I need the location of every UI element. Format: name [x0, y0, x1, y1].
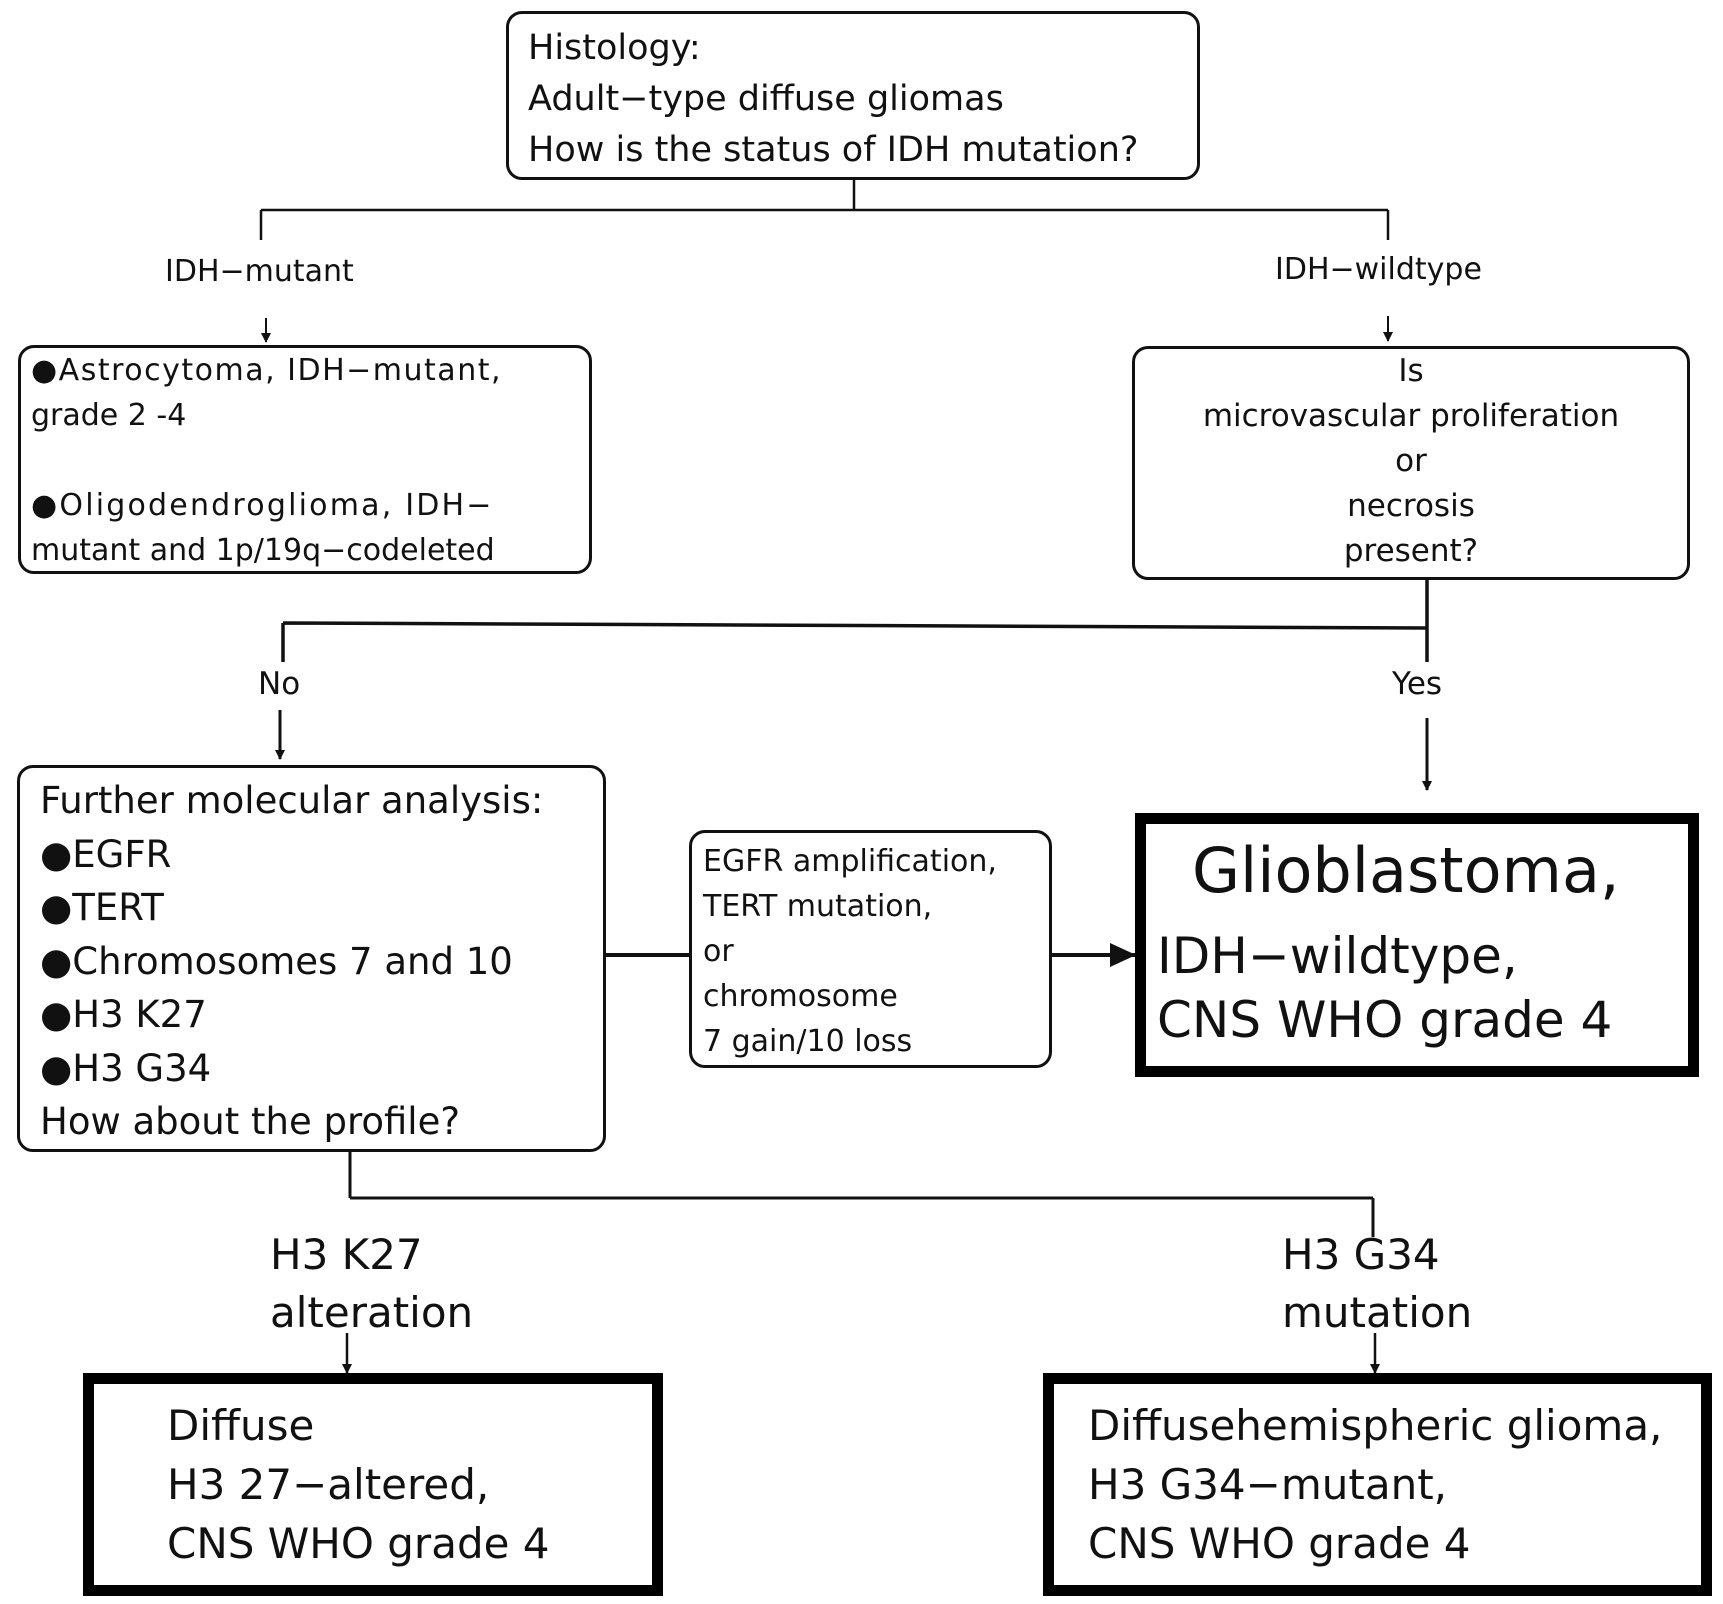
glioblastoma-box: Glioblastoma, IDH−wildtype, CNS WHO grad…	[1135, 813, 1699, 1077]
glioblastoma-title: Glioblastoma,	[1192, 834, 1620, 907]
molecular-line: ●EGFR	[40, 832, 172, 876]
mutant-line: ●Astrocytoma, IDH−mutant,	[31, 353, 503, 388]
mutant-line: ●Oligodendroglioma, IDH−	[31, 488, 494, 523]
molecular-split-line	[348, 1152, 1375, 1237]
diffuse-line: Diffuse	[167, 1401, 315, 1450]
mutant-line: grade 2 -4	[31, 398, 187, 433]
root-line: How is the status of IDH mutation?	[528, 130, 1139, 170]
idh-wildtype-label: IDH−wildtype	[1275, 252, 1482, 287]
egfr-line: EGFR amplification,	[703, 844, 997, 879]
molecular-analysis-box: Further molecular analysis: ●EGFR ●TERT …	[17, 765, 606, 1152]
glioblastoma-line: IDH−wildtype,	[1157, 927, 1518, 985]
egfr-line: 7 gain/10 loss	[703, 1024, 913, 1059]
hemispheric-line: Diffusehemispheric glioma,	[1088, 1401, 1663, 1450]
molecular-line: ●Chromosomes 7 and 10	[40, 939, 513, 983]
molecular-line: ●H3 K27	[40, 993, 207, 1036]
h3k27-label-line: alteration	[270, 1288, 474, 1337]
question-line: microvascular proliferation	[1202, 398, 1620, 434]
microvascular-question-box: Is microvascular proliferation or necros…	[1132, 346, 1690, 580]
root-line: Histology:	[528, 28, 701, 68]
question-line: or	[1395, 443, 1427, 479]
root-question-box: Histology: Adult−type diffuse gliomas Ho…	[506, 11, 1200, 180]
egfr-line: or	[703, 934, 734, 969]
h3k27-label-line: H3 K27	[270, 1230, 423, 1279]
h3g34-label-line: mutation	[1282, 1288, 1473, 1337]
molecular-line: How about the profile?	[40, 1100, 460, 1143]
question-line: necrosis	[1347, 488, 1475, 524]
idh-mutant-label: IDH−mutant	[165, 254, 354, 289]
diffuse-line: CNS WHO grade 4	[167, 1519, 550, 1568]
molecular-line: ●TERT	[40, 886, 164, 929]
mutant-line	[31, 438, 589, 483]
hemispheric-line: CNS WHO grade 4	[1088, 1519, 1471, 1568]
egfr-criteria-box: EGFR amplification, TERT mutation, or ch…	[689, 830, 1052, 1068]
idh-mutant-box: ●Astrocytoma, IDH−mutant, grade 2 -4 ●Ol…	[18, 345, 592, 574]
h3g34-label-line: H3 G34	[1282, 1230, 1440, 1279]
hemispheric-line: H3 G34−mutant,	[1088, 1460, 1448, 1509]
question-split-line	[281, 579, 1429, 662]
egfr-line: TERT mutation,	[703, 889, 933, 924]
root-split-line	[259, 180, 1390, 240]
question-line: present?	[1343, 533, 1479, 569]
molecular-line: ●H3 G34	[40, 1046, 212, 1090]
yes-label: Yes	[1392, 666, 1443, 702]
mutant-line: mutant and 1p/19q−codeleted	[31, 533, 495, 568]
no-label: No	[258, 666, 301, 702]
diffuse-line: H3 27−altered,	[167, 1460, 490, 1509]
root-line: Adult−type diffuse gliomas	[528, 79, 1004, 119]
question-line: Is	[1398, 353, 1424, 389]
egfr-line: chromosome	[703, 979, 898, 1014]
h3g34-mutation-label: H3 G34 mutation	[1282, 1226, 1472, 1342]
glioblastoma-line: CNS WHO grade 4	[1157, 991, 1613, 1049]
diffuse-hemispheric-box: Diffusehemispheric glioma, H3 G34−mutant…	[1043, 1373, 1712, 1596]
h3k27-alteration-label: H3 K27 alteration	[270, 1226, 473, 1342]
diffuse-h3-box: Diffuse H3 27−altered, CNS WHO grade 4	[83, 1373, 663, 1596]
molecular-line: Further molecular analysis:	[40, 779, 544, 822]
